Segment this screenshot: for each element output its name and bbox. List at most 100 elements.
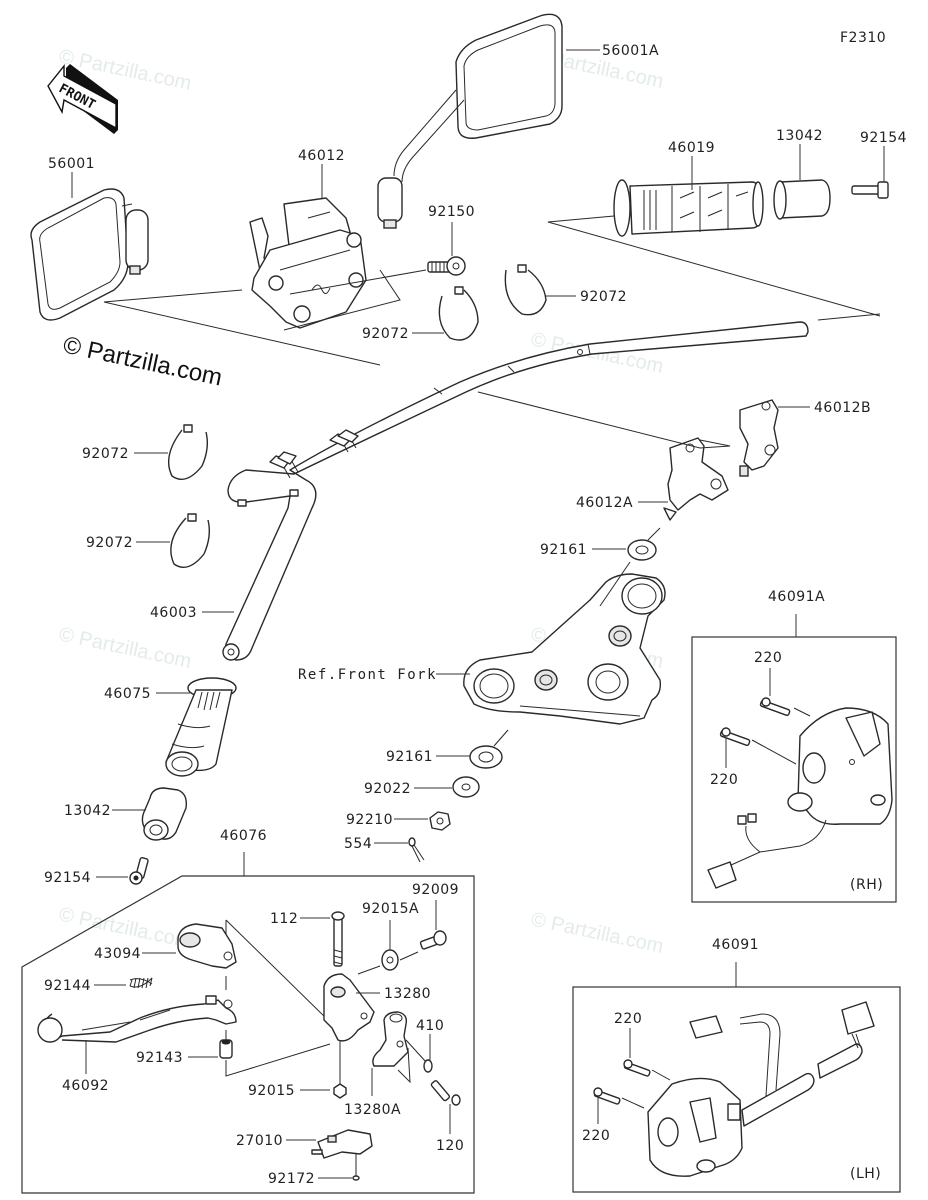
part-label-120[interactable]: 120 <box>436 1138 464 1154</box>
bolt-92154-right[interactable] <box>851 181 889 199</box>
collar-92143[interactable] <box>219 1039 233 1059</box>
rh-switch-box <box>691 636 897 903</box>
part-label-220-lh-lower[interactable]: 220 <box>582 1128 610 1144</box>
part-label-92015A[interactable]: 92015A <box>362 901 419 917</box>
bolt-112[interactable] <box>331 911 345 967</box>
part-label-92154-left[interactable]: 92154 <box>44 870 91 886</box>
part-label-112[interactable]: 112 <box>270 911 298 927</box>
part-label-92072-left-2[interactable]: 92072 <box>86 535 133 551</box>
band-92072-left-2[interactable] <box>170 513 211 568</box>
bolt-92154-left[interactable] <box>129 857 149 885</box>
part-label-92144[interactable]: 92144 <box>44 978 91 994</box>
part-label-13042-right[interactable]: 13042 <box>776 128 823 144</box>
lh-switch-housing[interactable] <box>647 1077 743 1177</box>
group-label-46076[interactable]: 46076 <box>220 828 267 844</box>
part-label-92015[interactable]: 92015 <box>248 1083 295 1099</box>
screw-220-lh-lower[interactable] <box>593 1087 621 1105</box>
part-label-554[interactable]: 554 <box>344 836 372 852</box>
part-label-92072-left-1[interactable]: 92072 <box>82 446 129 462</box>
nut-92015A[interactable] <box>381 949 399 971</box>
group-label-46091[interactable]: 46091 <box>712 937 759 953</box>
bolt-120[interactable] <box>430 1080 461 1106</box>
bolt-92150[interactable] <box>427 256 466 276</box>
screw-220-rh-upper[interactable] <box>759 697 791 717</box>
right-mirror-56001A[interactable] <box>377 13 563 229</box>
clamp-13280A[interactable] <box>372 1011 409 1067</box>
nut-92015[interactable] <box>333 1083 347 1099</box>
part-label-92150[interactable]: 92150 <box>428 204 475 220</box>
rh-switch-housing[interactable] <box>787 707 893 825</box>
part-label-46003[interactable]: 46003 <box>150 605 197 621</box>
holder-46012A[interactable] <box>663 437 729 521</box>
spring-92144[interactable] <box>129 977 153 989</box>
bracket-46012[interactable] <box>249 197 367 329</box>
part-label-56001[interactable]: 56001 <box>48 156 95 172</box>
screw-92172[interactable] <box>352 1154 360 1181</box>
part-label-92072-upper-left[interactable]: 92072 <box>362 326 409 342</box>
part-label-46092[interactable]: 46092 <box>62 1078 109 1094</box>
holder-13280[interactable] <box>323 973 375 1042</box>
part-label-220-rh-lower[interactable]: 220 <box>710 772 738 788</box>
cotter-pin-554[interactable] <box>408 837 425 863</box>
nut-92210[interactable] <box>429 811 451 831</box>
band-92072-left-1[interactable] <box>168 424 209 480</box>
part-label-13042-left[interactable]: 13042 <box>64 803 111 819</box>
band-92072-upper-left[interactable] <box>438 286 479 341</box>
part-label-27010[interactable]: 27010 <box>236 1133 283 1149</box>
copyright-text: © Partzilla.com <box>61 331 225 391</box>
holder-46012B[interactable] <box>739 399 779 477</box>
lh-connector-icon <box>689 1001 875 1049</box>
screw-92009[interactable] <box>419 930 447 950</box>
rh-side-label: (RH) <box>850 877 883 893</box>
left-mirror-56001[interactable] <box>30 188 149 321</box>
part-label-220-lh-upper[interactable]: 220 <box>614 1011 642 1027</box>
lh-side-label: (LH) <box>850 1166 881 1182</box>
part-label-92172[interactable]: 92172 <box>268 1171 315 1187</box>
watermark: © Partzilla.com <box>529 908 665 958</box>
part-label-92161-lower[interactable]: 92161 <box>386 749 433 765</box>
part-label-46019[interactable]: 46019 <box>668 140 715 156</box>
band-92072-upper-right[interactable] <box>504 264 547 316</box>
part-label-46012A[interactable]: 46012A <box>576 495 633 511</box>
part-label-43094[interactable]: 43094 <box>94 946 141 962</box>
bar-end-13042-left[interactable] <box>141 787 188 841</box>
part-label-410[interactable]: 410 <box>416 1018 444 1034</box>
throttle-grip-46019[interactable] <box>613 179 764 237</box>
part-label-13280A[interactable]: 13280A <box>344 1102 401 1118</box>
bar-end-13042-right[interactable] <box>773 179 831 220</box>
part-label-220-rh-upper[interactable]: 220 <box>754 650 782 666</box>
part-label-46012[interactable]: 46012 <box>298 148 345 164</box>
part-label-13280[interactable]: 13280 <box>384 986 431 1002</box>
grip-46075[interactable] <box>165 677 237 777</box>
ref-front-fork-note: Ref.Front Fork <box>298 667 437 683</box>
rh-connector-icon <box>707 813 757 889</box>
handlebar-46003[interactable] <box>222 321 809 661</box>
part-label-46075[interactable]: 46075 <box>104 686 151 702</box>
part-label-56001A[interactable]: 56001A <box>602 43 659 59</box>
screw-220-rh-lower[interactable] <box>719 727 751 747</box>
washer-410[interactable] <box>423 1059 433 1073</box>
switch-27010[interactable] <box>311 1129 373 1159</box>
screw-220-lh-upper[interactable] <box>623 1059 651 1077</box>
part-label-92072-upper-right[interactable]: 92072 <box>580 289 627 305</box>
rh-switch-group-46091A: 46091A (RH) 220 220 <box>691 589 897 903</box>
group-label-46091A[interactable]: 46091A <box>768 589 825 605</box>
part-label-92022[interactable]: 92022 <box>364 781 411 797</box>
lever-group-46076: 46076 43094 92144 46092 <box>21 828 475 1194</box>
part-label-92210[interactable]: 92210 <box>346 812 393 828</box>
lever-46092[interactable] <box>37 995 237 1043</box>
figure-id: F2310 <box>840 30 886 46</box>
lever-assembly-box <box>21 875 475 1194</box>
adjuster-43094[interactable] <box>177 923 237 969</box>
damper-92161-upper[interactable] <box>627 539 657 561</box>
damper-92161-lower[interactable] <box>469 745 503 769</box>
part-label-92154-right[interactable]: 92154 <box>860 130 907 146</box>
part-label-92143[interactable]: 92143 <box>136 1050 183 1066</box>
part-label-46012B[interactable]: 46012B <box>814 400 871 416</box>
part-label-92009[interactable]: 92009 <box>412 882 459 898</box>
lh-switch-group-46091: 46091 (LH) 220 220 <box>572 937 901 1193</box>
washer-92022[interactable] <box>452 776 480 798</box>
part-label-92161-upper[interactable]: 92161 <box>540 542 587 558</box>
triple-clamp-ref-front-fork[interactable] <box>463 573 666 725</box>
